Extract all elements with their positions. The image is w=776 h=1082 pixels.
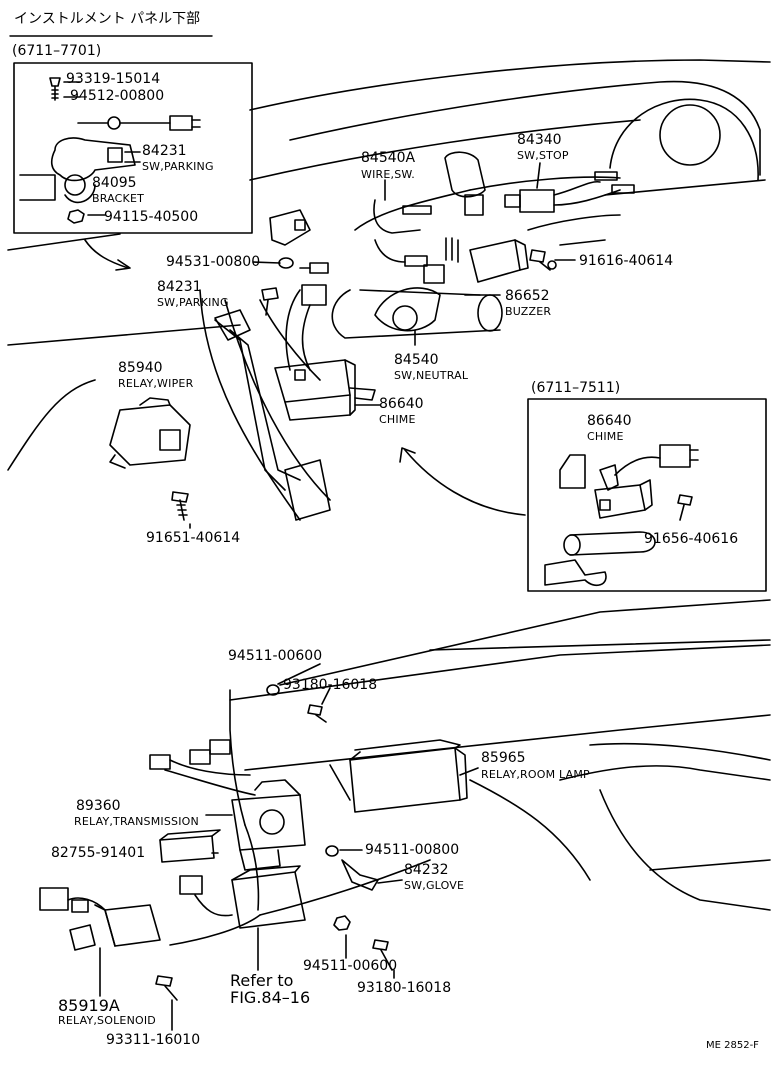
inset-right-arrow — [404, 449, 526, 516]
label-chime: CHIME — [379, 413, 416, 426]
label-sw-parking-inset: SW,PARKING — [142, 160, 214, 173]
label-relay-transmission: RELAY,TRANSMISSION — [74, 815, 199, 828]
label-relay-wiper: RELAY,WIPER — [118, 377, 194, 390]
inset-box-left — [13, 62, 253, 234]
part-94531[interactable]: 94531-00800 — [166, 254, 261, 270]
part-91651[interactable]: 91651-40614 — [146, 530, 241, 546]
label-relay-room-lamp: RELAY,ROOM LAMP — [481, 768, 590, 781]
part-84540[interactable]: 84540 — [394, 352, 439, 368]
label-buzzer: BUZZER — [505, 305, 552, 318]
part-93311[interactable]: 93311-16010 — [106, 1032, 201, 1048]
lower-panel-outline — [169, 599, 771, 946]
label-sw-parking: SW,PARKING — [157, 296, 229, 309]
left-inset-range: (6711–7701) — [12, 43, 102, 59]
part-84095[interactable]: 84095 — [92, 175, 137, 191]
inset-left-parts — [19, 77, 201, 224]
part-89360[interactable]: 89360 — [76, 798, 121, 814]
refer-figure-link[interactable]: FIG.84–16 — [230, 988, 311, 1007]
part-91656[interactable]: 91656-40616 — [644, 531, 739, 547]
label-wire-sw: WIRE,SW. — [361, 168, 415, 181]
part-94511-mid[interactable]: 94511-00800 — [365, 842, 460, 858]
label-sw-stop: SW,STOP — [517, 149, 569, 162]
part-84540a[interactable]: 84540A — [361, 150, 416, 166]
label-bracket: BRACKET — [92, 192, 145, 205]
label-chime-inset: CHIME — [587, 430, 624, 443]
part-94511-bottom[interactable]: 94511-00600 — [303, 958, 398, 974]
label-sw-neutral: SW,NEUTRAL — [394, 369, 469, 382]
part-86640[interactable]: 86640 — [379, 396, 424, 412]
part-84340[interactable]: 84340 — [517, 132, 562, 148]
page-title: インストルメント パネル下部 — [14, 11, 201, 27]
part-85965[interactable]: 85965 — [481, 750, 526, 766]
part-93319[interactable]: 93319-15014 — [66, 71, 161, 87]
right-inset-range: (6711–7511) — [531, 380, 621, 396]
part-91616[interactable]: 91616-40614 — [579, 253, 674, 269]
part-82755[interactable]: 82755-91401 — [51, 845, 146, 861]
lower-parts — [39, 663, 479, 1031]
upper-parts — [109, 151, 635, 529]
label-relay-solenoid: RELAY,SOLENOID — [58, 1014, 156, 1027]
catalog-code: ME 2852-F — [706, 1040, 759, 1051]
part-93180-top[interactable]: 93180-16018 — [283, 677, 378, 693]
part-86640-inset[interactable]: 86640 — [587, 413, 632, 429]
label-sw-glove: SW,GLOVE — [404, 879, 465, 892]
part-93180-bottom[interactable]: 93180-16018 — [357, 980, 452, 996]
part-84232[interactable]: 84232 — [404, 862, 449, 878]
part-94512[interactable]: 94512-00800 — [70, 88, 165, 104]
part-85940[interactable]: 85940 — [118, 360, 163, 376]
part-86652[interactable]: 86652 — [505, 288, 550, 304]
refer-to-text: Refer to — [230, 971, 294, 990]
upper-panel-outline — [7, 59, 771, 521]
part-94511-top[interactable]: 94511-00600 — [228, 648, 323, 664]
part-85919a[interactable]: 85919A — [58, 996, 120, 1015]
part-84231[interactable]: 84231 — [157, 279, 202, 295]
part-94115[interactable]: 94115-40500 — [104, 209, 199, 225]
inset-right-parts — [544, 444, 699, 587]
inset-left-arrow — [84, 239, 129, 269]
inset-box-right — [527, 398, 767, 592]
part-84231-inset[interactable]: 84231 — [142, 143, 187, 159]
